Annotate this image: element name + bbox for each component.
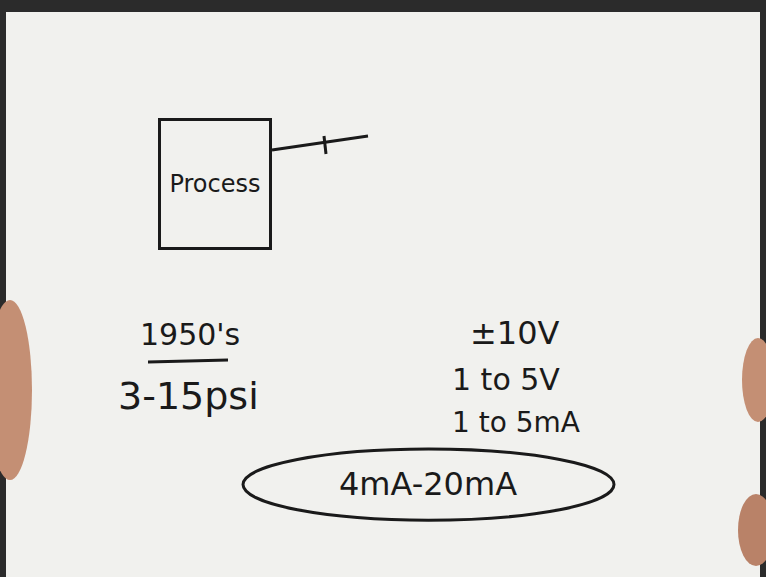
- process-box: Process: [158, 118, 272, 250]
- signal-range-note: 3-15psi: [118, 376, 259, 418]
- underline: [148, 360, 228, 362]
- paper-sheet: [6, 12, 760, 577]
- right-hand: [742, 338, 766, 422]
- signal-range-note: ±10V: [470, 316, 559, 351]
- signal-range-note: 1 to 5mA: [452, 408, 580, 439]
- ellipse-line: [243, 449, 614, 520]
- signal-range-note: 1 to 5V: [452, 363, 560, 396]
- node-label: 4mA-20mA: [339, 467, 517, 502]
- signal-ellipse: 4mA-20mA: [241, 447, 616, 522]
- node-label: Process: [169, 171, 260, 197]
- left-hand: [0, 300, 32, 480]
- signal-range-note: 1950's: [140, 318, 240, 351]
- right-hand-lower: [738, 494, 766, 566]
- output-line: [272, 136, 368, 150]
- output-tick: [324, 136, 326, 154]
